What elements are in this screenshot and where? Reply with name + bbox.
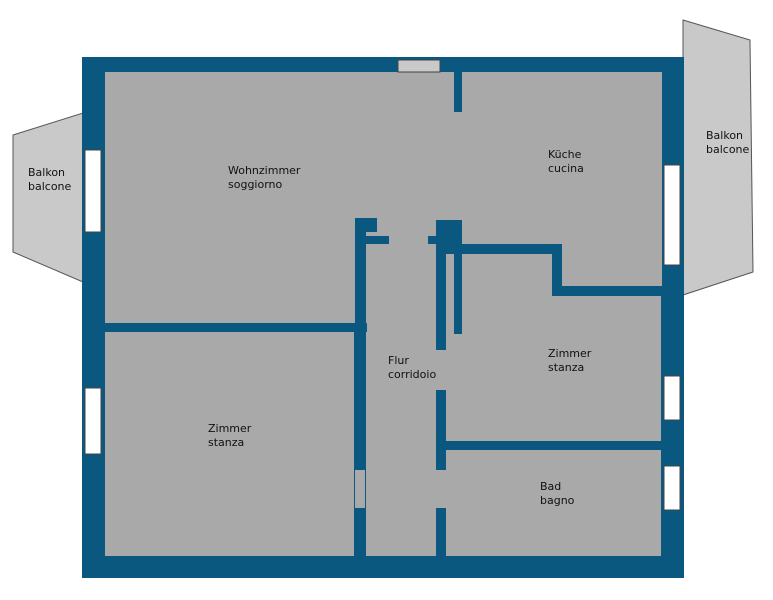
label-living: Wohnzimmer soggiorno <box>228 164 304 191</box>
label-hall: Flur corridoio <box>388 354 436 381</box>
window-left-lower <box>84 387 102 455</box>
window-top <box>397 59 441 73</box>
label-room-right: Zimmer stanza <box>548 347 595 374</box>
window-right-kitchen <box>663 164 681 266</box>
room-living-upper-floor <box>105 72 460 220</box>
label-kitchen: Küche cucina <box>548 148 585 175</box>
door-hall-right-top <box>436 350 446 390</box>
window-right-room <box>663 375 681 421</box>
wall-kitchen-divider-top <box>454 72 462 112</box>
room-kitchen-floor <box>460 72 662 244</box>
wall-hall-right-top <box>428 236 456 244</box>
wall-kitchen-step <box>552 244 562 294</box>
room-hall-floor <box>366 220 436 556</box>
label-balcony-right: Balkon balcone <box>706 129 750 156</box>
wall-kitchen-bottom <box>460 244 562 254</box>
wall-kitchen-divider-mid <box>454 220 462 334</box>
wall-hall-left-cap <box>355 218 377 232</box>
room-bath-floor <box>446 450 661 556</box>
door-hall-left <box>355 470 365 508</box>
wall-bath-top <box>446 441 662 450</box>
wall-hall-left-step <box>365 236 389 244</box>
room-left-floor <box>105 332 354 556</box>
window-left-upper <box>84 149 102 233</box>
door-hall-right-bottom <box>436 470 446 508</box>
wall-living-bottom <box>105 323 367 332</box>
label-balcony-left: Balkon balcone <box>28 166 72 193</box>
label-room-left: Zimmer stanza <box>208 422 255 449</box>
wall-kitchen-bottom-right <box>552 286 662 296</box>
window-right-bath <box>663 465 681 511</box>
label-bath: Bad bagno <box>540 480 575 507</box>
balcony-right <box>682 19 754 296</box>
wall-hall-left <box>355 218 365 556</box>
balcony-left <box>12 112 84 283</box>
wall-hall-right-lower <box>436 334 446 556</box>
